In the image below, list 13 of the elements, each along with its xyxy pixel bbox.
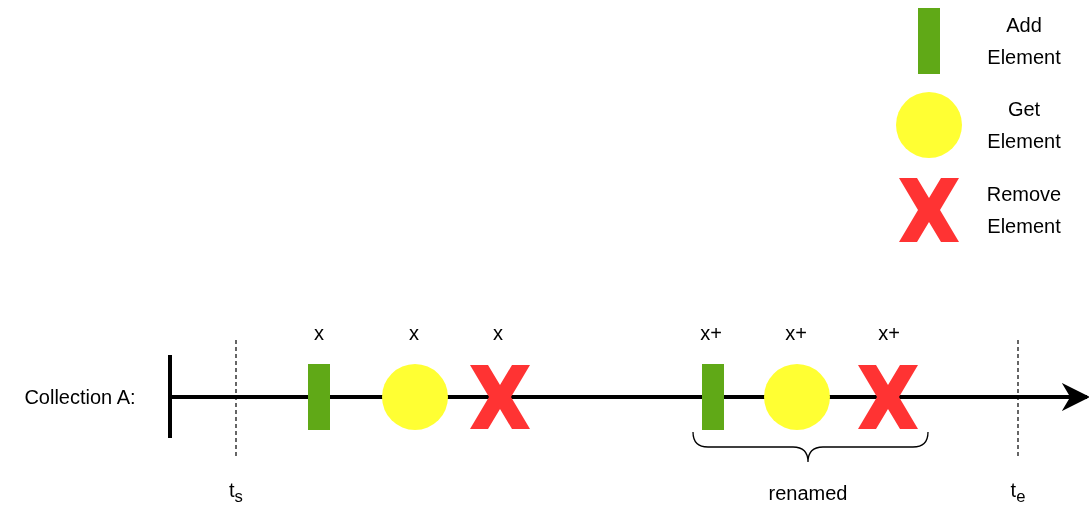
- element-label: x+: [878, 321, 900, 346]
- group-label: renamed: [768, 481, 848, 506]
- time-label: t$_{e}$: [1010, 477, 1026, 508]
- legend-label: Add Element: [986, 13, 1062, 70]
- legend-label: Get Element: [986, 97, 1062, 154]
- element-label: x: [409, 321, 419, 346]
- element-label: x: [493, 321, 503, 346]
- time-label: t$_{s}$: [229, 477, 243, 508]
- legend-label: Remove Element: [985, 182, 1063, 239]
- element-label: x: [314, 321, 324, 346]
- element-label: x+: [700, 321, 722, 346]
- element-label: x+: [785, 321, 807, 346]
- collection-label: Collection A:: [24, 385, 136, 410]
